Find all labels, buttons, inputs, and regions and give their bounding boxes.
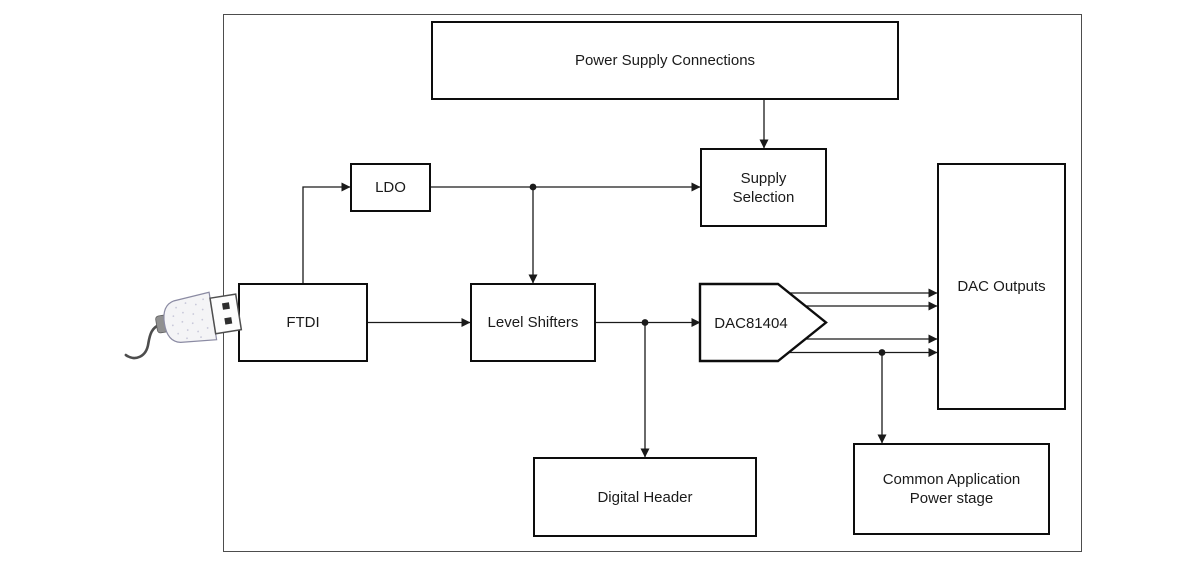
common-application-power-stage-box: Common Application Power stage (853, 443, 1050, 535)
power-supply-connections-box: Power Supply Connections (431, 21, 899, 100)
usb-body (163, 291, 218, 343)
dac-outputs-box: DAC Outputs (937, 163, 1066, 410)
ftdi-label: FTDI (286, 314, 320, 331)
dac-outputs-label: DAC Outputs (957, 278, 1046, 295)
digital-header-box: Digital Header (533, 457, 757, 537)
usb-strain-relief (155, 314, 170, 334)
supply-selection-box: Supply Selection (700, 148, 827, 227)
ldo-label: LDO (375, 179, 406, 196)
board-outline-frame (223, 14, 1082, 552)
power-supply-connections-label: Power Supply Connections (574, 52, 756, 69)
level-shifters-label: Level Shifters (487, 314, 579, 331)
digital-header-label: Digital Header (597, 488, 693, 506)
level-shifters-box: Level Shifters (470, 283, 596, 362)
ftdi-box: FTDI (238, 283, 368, 362)
supply-selection-label-line1: Supply (740, 169, 787, 187)
common-app-label-line1: Common Application (882, 471, 1021, 488)
common-app-label-line2: Power stage (909, 490, 994, 507)
usb-cable (124, 323, 161, 360)
supply-selection-label-line2: Selection (732, 188, 795, 206)
ldo-box: LDO (350, 163, 431, 212)
